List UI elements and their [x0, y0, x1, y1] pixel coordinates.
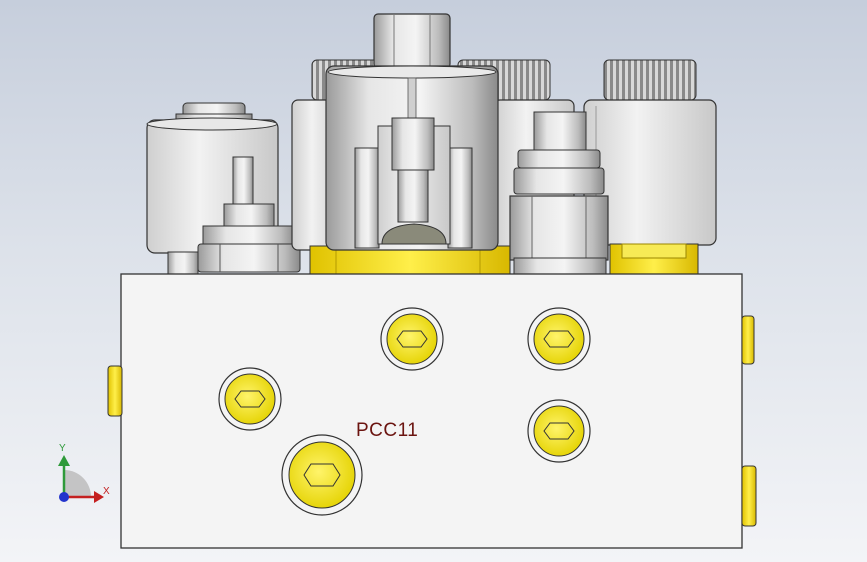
yellow-adapter-right — [609, 243, 699, 277]
side-port-right-lower[interactable] — [741, 465, 757, 527]
pressure-fitting[interactable] — [509, 111, 609, 277]
yellow-adapter-center — [309, 245, 511, 277]
side-port-right-upper[interactable] — [741, 315, 755, 365]
axis-triad — [58, 455, 104, 503]
port-plug-e-large[interactable] — [281, 434, 363, 516]
port-plug-a[interactable] — [380, 307, 444, 371]
part-label: PCC11 — [356, 420, 419, 441]
axis-x-label: X — [103, 486, 110, 497]
left-solenoid[interactable] — [146, 102, 301, 275]
knurled-knob-right[interactable] — [603, 59, 697, 101]
side-port-left[interactable] — [107, 365, 123, 417]
center-solenoid[interactable] — [325, 13, 499, 251]
axis-y-label: Y — [59, 443, 66, 454]
port-plug-d[interactable] — [527, 399, 591, 463]
port-plug-b[interactable] — [527, 307, 591, 371]
port-plug-c[interactable] — [218, 367, 282, 431]
axis-z-dot — [59, 492, 69, 502]
